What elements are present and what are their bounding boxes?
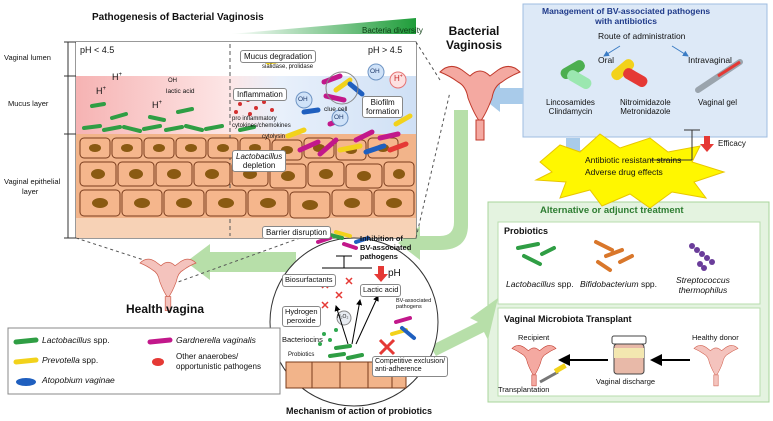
mechanism-title: Mechanism of action of probiotics bbox=[286, 406, 433, 416]
alternative-title: Alternative or adjunct treatment bbox=[540, 205, 684, 216]
oh-ion-3: OH bbox=[334, 114, 344, 121]
bacteriocins-label: Bacteriocins bbox=[282, 335, 323, 344]
resistance-starburst bbox=[534, 133, 726, 209]
legend-box bbox=[7, 327, 281, 395]
arrow-to-health bbox=[186, 244, 296, 280]
diversity-label: Bacteria diversity bbox=[362, 26, 423, 35]
arrow-alt-to-mechanism bbox=[430, 298, 498, 356]
legend-gardnerella: Gardnerella vaginalis bbox=[176, 335, 256, 345]
mucus-degradation: Mucus degradation bbox=[240, 50, 317, 64]
h-ion-3: H+ bbox=[152, 100, 163, 110]
lacto-icon bbox=[516, 242, 556, 266]
h-ion-2: H+ bbox=[96, 86, 107, 96]
lactobacillus-layer bbox=[82, 102, 256, 133]
legend-other: Other anaerobes/opportunistic pathogens bbox=[176, 352, 261, 371]
lacto-probiotic: Lactobacillus spp. bbox=[506, 279, 574, 289]
legend-lacto: Lactobacillus spp. bbox=[42, 335, 110, 345]
intravaginal-label: Intravaginal bbox=[688, 55, 732, 65]
vaginal-gel-applicator bbox=[695, 59, 743, 93]
mucus-enzymes: sialidase, prolidase bbox=[262, 64, 314, 70]
biosurfactants-label: Biosurfactants bbox=[282, 274, 336, 287]
competitive-exclusion: Competitive exclusion/anti-adherence bbox=[372, 356, 449, 377]
ph-low: pH < 4.5 bbox=[80, 45, 115, 55]
oh-group: OH bbox=[168, 78, 177, 84]
legend-prevotella: Prevotella spp. bbox=[42, 355, 99, 365]
bifido-icon bbox=[594, 240, 634, 272]
route-label: Route of administration bbox=[598, 31, 686, 41]
layer-mucus: Mucus layer bbox=[8, 99, 49, 108]
transplantation-label: Transplantation bbox=[498, 385, 550, 394]
capsules-oral bbox=[560, 59, 648, 89]
pathogenesis-title: Pathogenesis of Bacterial Vaginosis bbox=[92, 12, 264, 23]
pro-inflammatory: pro inflammatory bbox=[232, 116, 277, 122]
ph-down-arrow bbox=[374, 266, 388, 282]
h2o2-bubble: H₂O₂ bbox=[337, 314, 349, 320]
arrow-to-mechanism bbox=[398, 110, 468, 260]
layer-epithelial: Vaginal epithelial bbox=[4, 177, 61, 186]
h-ion-bv: H+ bbox=[394, 73, 403, 83]
mucus-layer bbox=[76, 76, 416, 134]
ph-mechanism: pH bbox=[388, 268, 401, 279]
layer-epithelial-2: layer bbox=[22, 187, 39, 196]
cytolysin-label: cytolysin bbox=[262, 134, 286, 140]
resistance-label: Antibiotic resistant strains bbox=[585, 155, 682, 165]
donor-label: Healthy donor bbox=[692, 333, 739, 342]
uterus-health bbox=[139, 258, 197, 311]
ph-high: pH > 4.5 bbox=[368, 45, 403, 55]
probiotics-label: Probiotics bbox=[504, 226, 549, 236]
diversity-wedge bbox=[230, 18, 416, 34]
oral-label: Oral bbox=[598, 55, 615, 65]
oh-ion-1: OH bbox=[298, 96, 308, 103]
probiotics-mech: Probiotics bbox=[288, 352, 315, 358]
efficacy-label: Efficacy bbox=[718, 139, 746, 148]
uterus-donor bbox=[693, 345, 739, 387]
barrier-disruption: Barrier disruption bbox=[262, 226, 331, 240]
discharge-jar bbox=[611, 335, 647, 375]
uterus-recipient bbox=[511, 345, 557, 387]
vmt-label: Vaginal Microbiota Transplant bbox=[504, 314, 632, 324]
layer-lumen: Vaginal lumen bbox=[4, 53, 51, 62]
drug-vaginal-gel: Vaginal gel bbox=[698, 98, 737, 107]
lactic-acid-mech: Lactic acid bbox=[360, 284, 402, 297]
clue-cell-label: clue cell bbox=[324, 106, 348, 113]
uterus-bv bbox=[439, 66, 521, 141]
discharge-label: Vaginal discharge bbox=[596, 377, 656, 386]
clue-cell bbox=[325, 71, 359, 105]
adverse-effects-label: Adverse drug effects bbox=[585, 167, 663, 177]
legend-atopobium: Atopobium vaginae bbox=[42, 375, 115, 385]
oh-ion-2: OH bbox=[370, 68, 380, 75]
efficacy-down-arrow bbox=[700, 136, 714, 152]
cytokines: cytokines/chemokines bbox=[232, 123, 291, 129]
strep-icon bbox=[689, 243, 715, 271]
health-vagina-title: Health vagina bbox=[126, 302, 205, 316]
inflammation-label: Inflammation bbox=[233, 88, 287, 102]
recipient-label: Recipient bbox=[518, 333, 550, 342]
h-ion-1: H+ bbox=[112, 72, 123, 82]
epithelial-cells bbox=[79, 137, 415, 219]
bifido-probiotic: Bifidobacterium spp. bbox=[580, 279, 658, 289]
lactic-acid-label: lactic acid bbox=[166, 88, 195, 95]
